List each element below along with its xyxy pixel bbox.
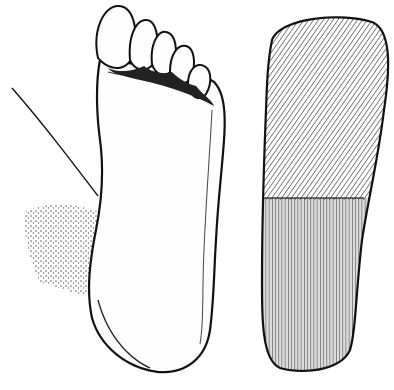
insole-upper-hatch bbox=[250, 0, 394, 200]
leg-contour-line bbox=[12, 88, 98, 196]
insole-icon bbox=[250, 0, 394, 390]
sole-outline bbox=[89, 60, 225, 372]
foot-sole-icon bbox=[12, 6, 225, 372]
